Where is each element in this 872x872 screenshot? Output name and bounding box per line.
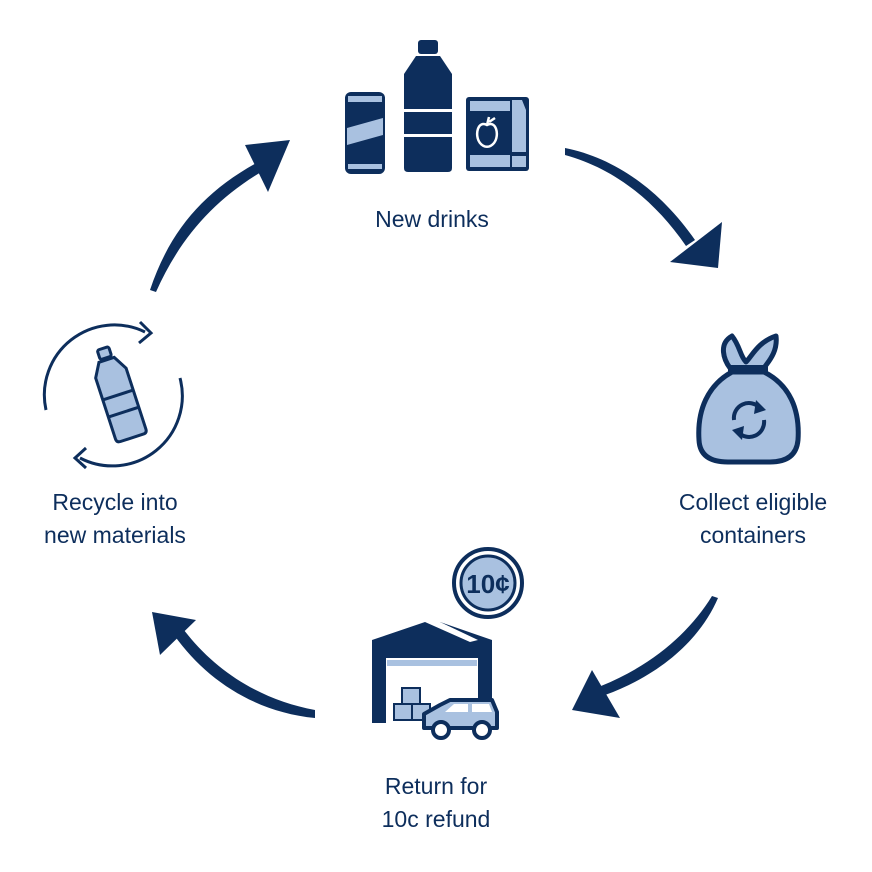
label-line: Collect eligible xyxy=(678,489,828,515)
coin-badge: 10¢ xyxy=(452,547,524,619)
step-label-recycle: Recycle into new materials xyxy=(0,486,235,552)
label-line: new materials xyxy=(44,522,186,548)
recycling-bag-icon xyxy=(696,333,801,465)
step-label-collect: Collect eligible containers xyxy=(633,486,872,552)
arrow-collect-to-return xyxy=(572,596,718,718)
arrow-return-to-recycle xyxy=(152,612,315,718)
label-line: 10c refund xyxy=(381,806,491,832)
refund-badge-text: 10¢ xyxy=(466,569,509,599)
label-line: containers xyxy=(699,522,807,548)
recycle-bottle-icon xyxy=(42,320,184,470)
label-line: Return for xyxy=(384,773,488,799)
label-line: New drinks xyxy=(375,206,489,232)
step-label-new-drinks: New drinks xyxy=(312,203,552,236)
label-line: Recycle into xyxy=(52,489,178,515)
arrow-new-to-collect xyxy=(565,148,722,268)
drink-containers-icon xyxy=(345,40,529,174)
arrow-recycle-to-new xyxy=(150,140,290,292)
depot-car-icon: 10¢ xyxy=(372,547,524,740)
step-label-return: Return for 10c refund xyxy=(316,770,556,836)
